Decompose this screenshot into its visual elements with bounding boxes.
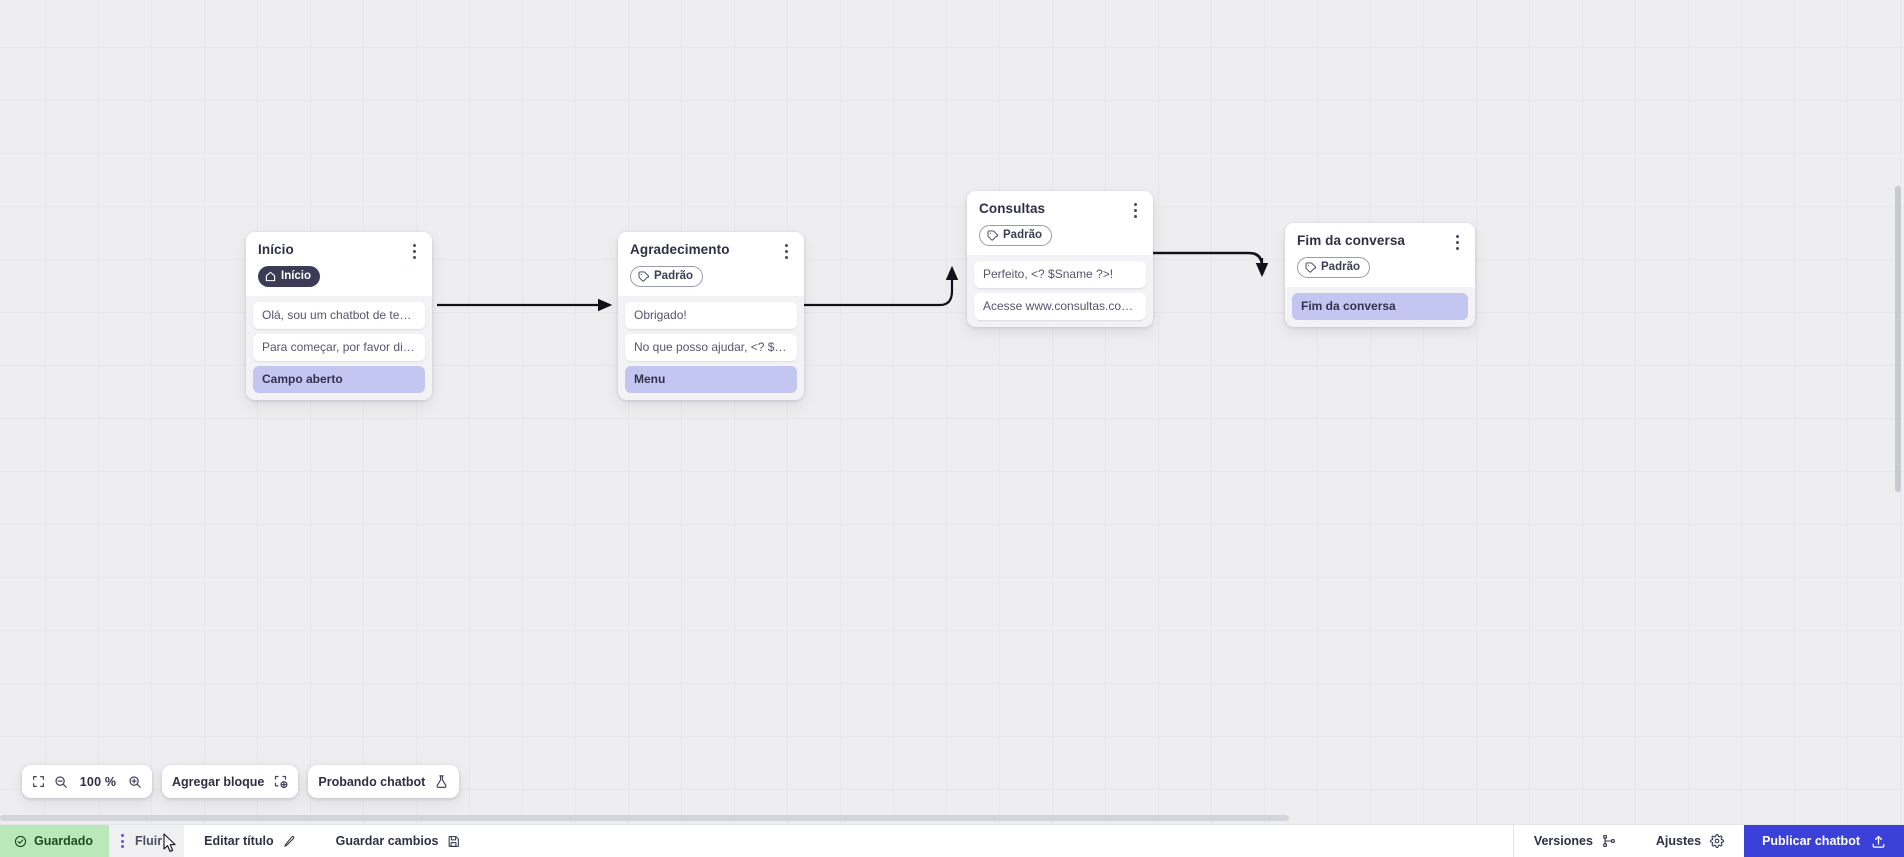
- node-badge-inicio[interactable]: Início: [258, 266, 321, 287]
- node-menu-icon[interactable]: [1448, 231, 1466, 253]
- settings-button[interactable]: Ajustes: [1636, 825, 1744, 857]
- zoom-out-icon[interactable]: [54, 775, 68, 789]
- node-title: Início: [258, 242, 294, 257]
- node-menu-icon[interactable]: [405, 240, 423, 262]
- canvas-toolbar: 100 % Agregar bloque: [22, 765, 460, 798]
- node-row-action[interactable]: Fim da conversa: [1292, 293, 1468, 320]
- home-icon: [265, 271, 276, 282]
- canvas-grid-background: [0, 0, 1904, 824]
- node-row-message[interactable]: Acesse www.consultas.com par...: [974, 293, 1146, 320]
- node-badge-label: Padrão: [1003, 228, 1042, 241]
- footer-right-group: Versiones Ajustes Publicar chatbot: [1512, 825, 1904, 857]
- tab-fluir[interactable]: Fluir: [109, 825, 185, 857]
- saved-status-label: Guardado: [34, 834, 94, 848]
- gear-icon: [1710, 834, 1724, 848]
- tag-icon: [1305, 262, 1316, 273]
- zoom-level-value[interactable]: 100 %: [79, 774, 117, 789]
- footer-spacer: [480, 825, 1512, 857]
- save-changes-button[interactable]: Guardar cambios: [316, 825, 481, 857]
- node-title: Fim da conversa: [1297, 233, 1406, 248]
- flow-canvas[interactable]: Início Início Olá, sou um chatbot de tes…: [0, 0, 1904, 824]
- add-block-label: Agregar bloque: [172, 774, 265, 789]
- check-circle-icon: [14, 835, 27, 847]
- flow-node-agradecimento[interactable]: Agradecimento Padrão Obrigado! No: [618, 232, 804, 400]
- zoom-in-icon[interactable]: [128, 775, 142, 789]
- flow-node-consultas[interactable]: Consultas Padrão Perfeito, <? $Sname ?>!: [967, 191, 1153, 327]
- tag-icon: [987, 230, 998, 241]
- node-badge-row: Padrão: [630, 266, 792, 287]
- node-badge-label: Início: [281, 269, 312, 282]
- node-badge-padrao[interactable]: Padrão: [979, 225, 1052, 246]
- floppy-disk-icon: [449, 835, 460, 847]
- versions-label: Versiones: [1533, 834, 1593, 848]
- test-chatbot-button[interactable]: Probando chatbot: [308, 765, 460, 798]
- zoom-controls-group: 100 %: [22, 765, 152, 798]
- node-header: Início Início: [246, 232, 432, 296]
- node-badge-row: Início: [258, 266, 420, 287]
- branch-icon: [1603, 834, 1615, 848]
- pencil-icon: [283, 835, 294, 847]
- publish-chatbot-button[interactable]: Publicar chatbot: [1744, 825, 1904, 857]
- node-row-action[interactable]: Menu: [625, 366, 797, 393]
- node-row-message[interactable]: No que posso ajudar, <? $Sname ...: [625, 334, 797, 361]
- canvas-horizontal-scrollbar[interactable]: [0, 815, 1289, 821]
- saved-status-badge: Guardado: [0, 825, 110, 857]
- node-row-message[interactable]: Obrigado!: [625, 302, 797, 329]
- node-row-message[interactable]: Para começar, por favor digite o ...: [253, 334, 425, 361]
- add-block-button[interactable]: Agregar bloque: [162, 765, 299, 798]
- save-changes-label: Guardar cambios: [335, 834, 439, 848]
- node-menu-icon[interactable]: [1126, 199, 1144, 221]
- node-row-action[interactable]: Campo aberto: [253, 366, 425, 393]
- node-title: Consultas: [979, 201, 1046, 216]
- node-title: Agradecimento: [630, 242, 730, 257]
- node-badge-row: Padrão: [1297, 257, 1463, 278]
- versions-button[interactable]: Versiones: [1514, 825, 1636, 857]
- vertical-dots-icon[interactable]: [121, 834, 125, 848]
- bottom-status-bar: Guardado Fluir Editar título Guardar cam…: [0, 824, 1904, 857]
- node-body: Obrigado! No que posso ajudar, <? $Sname…: [618, 296, 804, 400]
- node-row-message[interactable]: Olá, sou um chatbot de teste!: [253, 302, 425, 329]
- tab-fluir-label: Fluir: [135, 834, 163, 848]
- node-badge-row: Padrão: [979, 225, 1141, 246]
- node-row-message[interactable]: Perfeito, <? $Sname ?>!: [974, 261, 1146, 288]
- fit-screen-icon[interactable]: [32, 775, 45, 788]
- node-badge-padrao[interactable]: Padrão: [630, 266, 703, 287]
- node-menu-icon[interactable]: [777, 240, 795, 262]
- flow-node-fim-da-conversa[interactable]: Fim da conversa Padrão Fim da conversa: [1285, 223, 1475, 327]
- node-header: Consultas Padrão: [967, 191, 1153, 255]
- tag-icon: [638, 271, 649, 282]
- publish-chatbot-label: Publicar chatbot: [1762, 834, 1860, 848]
- edit-title-label: Editar título: [204, 834, 274, 848]
- upload-icon: [1872, 835, 1885, 848]
- node-body: Olá, sou um chatbot de teste! Para começ…: [246, 296, 432, 400]
- node-body: Perfeito, <? $Sname ?>! Acesse www.consu…: [967, 255, 1153, 327]
- node-badge-label: Padrão: [1321, 260, 1360, 273]
- add-block-icon: [273, 774, 288, 789]
- canvas-vertical-scrollbar[interactable]: [1895, 186, 1901, 492]
- flask-icon: [434, 774, 449, 789]
- node-body: Fim da conversa: [1285, 287, 1475, 327]
- edit-title-button[interactable]: Editar título: [184, 825, 315, 857]
- test-chatbot-label: Probando chatbot: [318, 774, 426, 789]
- flow-node-inicio[interactable]: Início Início Olá, sou um chatbot de tes…: [246, 232, 432, 400]
- node-header: Agradecimento Padrão: [618, 232, 804, 296]
- node-badge-padrao[interactable]: Padrão: [1297, 257, 1370, 278]
- node-badge-label: Padrão: [654, 269, 693, 282]
- settings-label: Ajustes: [1655, 834, 1702, 848]
- node-header: Fim da conversa Padrão: [1285, 223, 1475, 287]
